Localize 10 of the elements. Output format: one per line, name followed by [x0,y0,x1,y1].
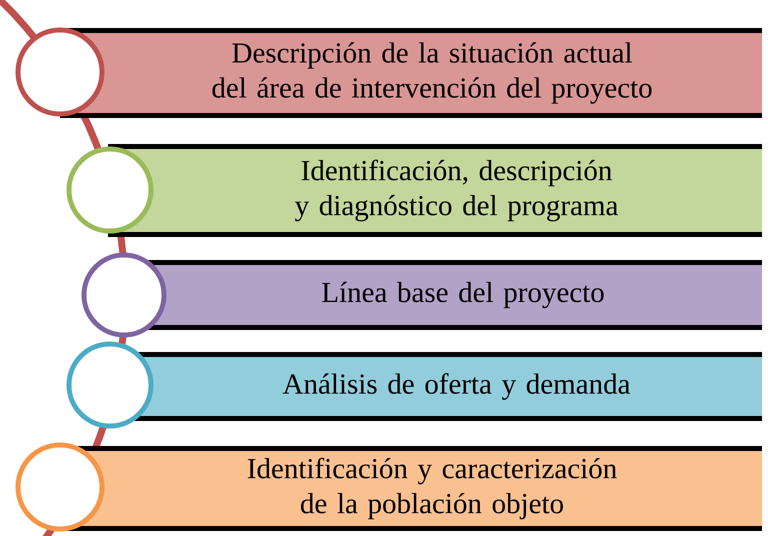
list-band: Identificación, descripción y diagnóstico del programa [108,144,762,237]
list-band: Análisis de oferta y demanda [110,352,762,421]
circle-marker [16,442,104,532]
list-band: Línea base del proyecto [125,260,762,330]
circle-marker [66,342,154,428]
circle-marker [66,146,154,234]
circle-marker [82,252,166,338]
list-band: Identificación y caracterización de la población objeto [60,446,762,531]
list-band: Descripción de la situación actual del área de intervención del proyecto [60,28,762,118]
circle-marker [16,28,104,116]
